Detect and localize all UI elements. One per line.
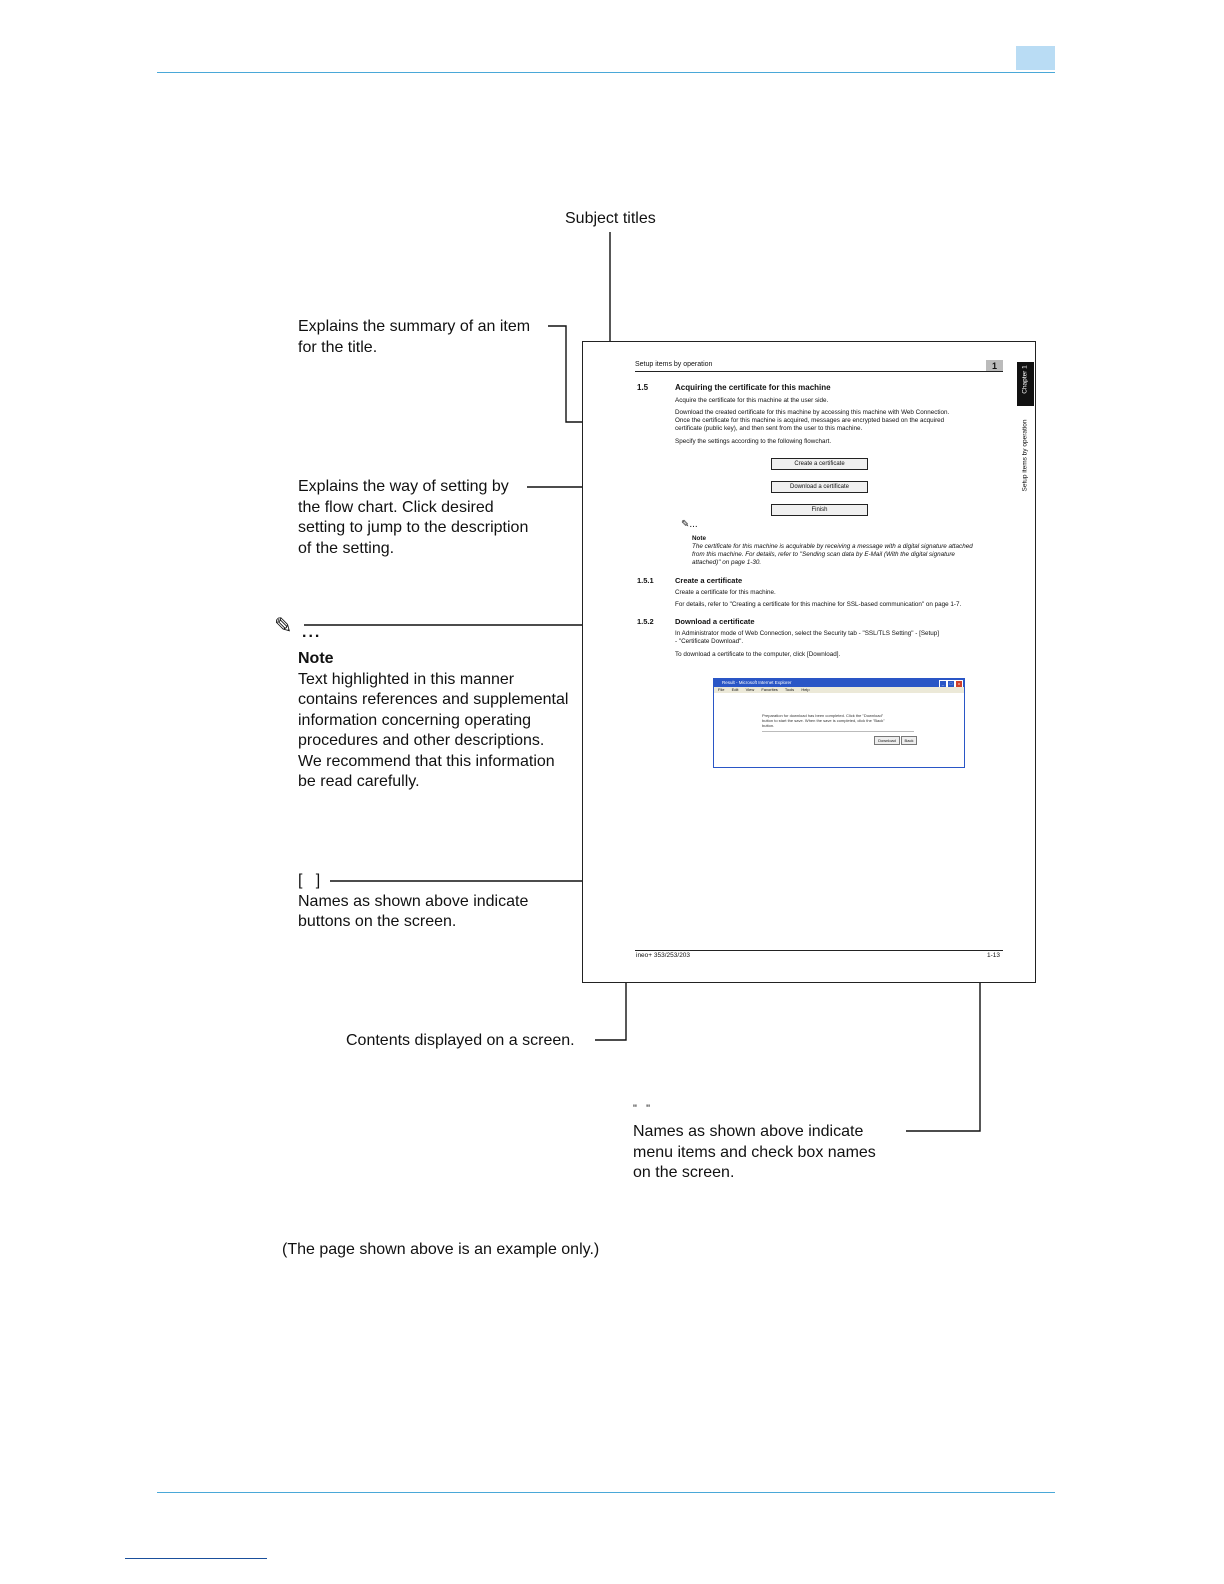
- section-number: 1.5: [637, 383, 649, 392]
- mini-note-label: Note: [692, 535, 706, 542]
- brackets-callout: [ ] Names as shown above indicate button…: [298, 872, 529, 930]
- menu-tools[interactable]: Tools: [784, 687, 795, 692]
- example-page-frame: [582, 341, 1036, 983]
- contents-callout: Contents displayed on a screen.: [346, 1032, 575, 1049]
- example-page-tab: 1: [986, 360, 1003, 371]
- subsection-1-number: 1.5.1: [637, 576, 654, 585]
- subject-titles-label: Subject titles: [565, 210, 656, 227]
- section-para-2: Download the created certificate for thi…: [675, 409, 950, 432]
- summary-callout: Explains the summary of an item for the …: [298, 318, 531, 356]
- menu-file[interactable]: File: [718, 687, 725, 692]
- flow-callout: Explains the way of setting by the flow …: [298, 478, 529, 557]
- example-page-chapter-bar: [1017, 362, 1034, 406]
- result-window-message: Preparation for download has been comple…: [762, 713, 885, 728]
- menu-help[interactable]: Help: [801, 687, 810, 692]
- subsection-2-para-2: To download a certificate to the compute…: [675, 651, 841, 658]
- chapter-tab-marker: [1016, 46, 1055, 70]
- example-page-header-rule: [635, 371, 1003, 372]
- subsection-1-para-1: Create a certificate for this machine.: [675, 589, 776, 596]
- quotes-callout: Names as shown above indicate menu items…: [633, 1123, 876, 1181]
- subsection-1-title: Create a certificate: [675, 576, 743, 585]
- example-page-footer-right: 1-13: [987, 952, 1001, 959]
- footer-rule: [157, 1492, 1055, 1493]
- flow-box-create[interactable]: Create a certificate: [771, 458, 868, 470]
- result-window-divider: [762, 731, 914, 732]
- example-note: (The page shown above is an example only…: [282, 1241, 600, 1258]
- download-button[interactable]: Download: [874, 736, 900, 745]
- subsection-2-title: Download a certificate: [675, 617, 755, 626]
- example-page-footer-rule: [635, 950, 1003, 951]
- flow-box-download[interactable]: Download a certificate: [771, 481, 868, 493]
- example-page-footer-left: ineo+ 353/253/203: [636, 952, 691, 959]
- header-rule: [157, 72, 1055, 73]
- footer-link-rule: [125, 1558, 267, 1559]
- note-dots: ...: [302, 624, 322, 641]
- menu-favorites[interactable]: Favorites: [761, 687, 778, 692]
- mini-note-icon: ✎...: [681, 519, 698, 530]
- subsection-2-para-1: In Administrator mode of Web Connection,…: [675, 630, 940, 645]
- pencil-icon: ✎: [274, 613, 293, 638]
- example-page-side-title: Setup items by operation: [1021, 419, 1029, 492]
- note-callout: Note Text highlighted in this manner con…: [298, 650, 569, 790]
- section-para-1: Acquire the certificate for this machine…: [675, 397, 829, 404]
- note-title: Note: [298, 650, 334, 667]
- result-window: Result - Microsoft Internet Explorer _ □…: [713, 678, 965, 768]
- menu-edit[interactable]: Edit: [731, 687, 739, 692]
- subsection-1-para-2: For details, refer to "Creating a certif…: [675, 601, 962, 608]
- back-button[interactable]: Back: [901, 736, 917, 745]
- flow-box-finish[interactable]: Finish: [771, 504, 868, 516]
- subsection-2-number: 1.5.2: [637, 617, 654, 626]
- menu-view[interactable]: View: [745, 687, 755, 692]
- example-page-chapter: Chapter 1: [1021, 365, 1029, 394]
- section-para-3: Specify the settings according to the fo…: [675, 438, 832, 445]
- brackets-symbol: [ ]: [298, 872, 321, 889]
- result-window-titlebar: Result - Microsoft Internet Explorer: [714, 679, 964, 687]
- quotes-symbol: " ": [633, 1103, 650, 1115]
- mini-note-text: The certificate for this machine is acqu…: [692, 543, 973, 566]
- example-page-header: Setup items by operation: [635, 361, 713, 368]
- result-window-menubar: File Edit View Favorites Tools Help: [714, 687, 964, 693]
- section-title: Acquiring the certificate for this machi…: [675, 383, 831, 392]
